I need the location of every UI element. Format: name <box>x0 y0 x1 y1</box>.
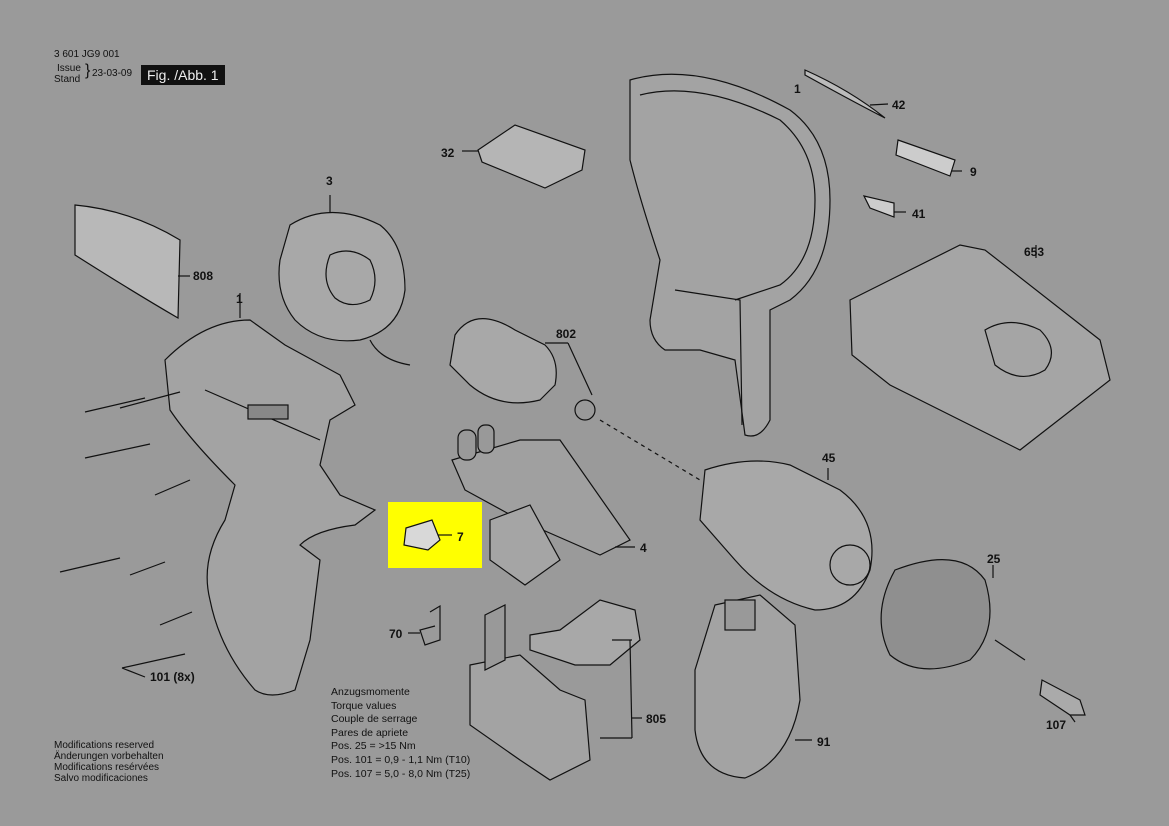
callout-3: 3 <box>326 174 333 188</box>
part-9 <box>895 139 956 177</box>
callout-107: 107 <box>1046 718 1067 732</box>
callout-101: 101 (8x) <box>150 670 195 684</box>
callout-4: 4 <box>640 541 647 555</box>
stand-label: Stand <box>54 74 81 85</box>
battery-91 <box>694 594 801 779</box>
callout-45: 45 <box>822 451 836 465</box>
callout-653: 653 <box>1024 245 1045 259</box>
callout-7: 7 <box>457 530 464 544</box>
callout-9: 9 <box>970 165 977 179</box>
callout-805: 805 <box>646 712 667 726</box>
part-number: 3 601 JG9 001 <box>54 49 120 60</box>
callout-41: 41 <box>912 207 926 221</box>
screw-107 <box>1039 679 1086 716</box>
part-32 <box>477 124 586 189</box>
modification-notes: Modifications reserved Änderungen vorbeh… <box>54 740 164 784</box>
part-42 <box>804 69 886 119</box>
screws-101 <box>59 391 193 678</box>
housing-right-half <box>629 73 831 437</box>
issue-label: Issue <box>57 63 81 74</box>
callout-70: 70 <box>389 627 403 641</box>
callout-32: 32 <box>441 146 455 160</box>
chuck-25 <box>880 559 991 670</box>
torque-heading-en: Torque values <box>331 699 397 712</box>
figure-label: Fig. /Abb. 1 <box>141 65 225 85</box>
callout-1-top: 1 <box>794 82 801 96</box>
callout-91: 91 <box>817 735 831 749</box>
torque-values-block: Anzugsmomente Torque values Couple de se… <box>331 686 470 781</box>
note-es: Salvo modificaciones <box>54 773 148 784</box>
torque-heading-de: Anzugsmomente <box>331 686 410 698</box>
torque-pos-101: Pos. 101 = 0,9 - 1,1 Nm (T10) <box>331 753 471 766</box>
stator-3 <box>278 211 406 342</box>
part-41 <box>862 195 895 218</box>
part-808 <box>74 204 181 320</box>
callout-802: 802 <box>556 327 577 341</box>
torque-heading-es: Pares de apriete <box>331 726 409 739</box>
charger-653 <box>849 244 1111 451</box>
callout-1-left: 1 <box>236 292 243 306</box>
motor-802 <box>449 318 557 404</box>
switch-805 <box>469 654 591 781</box>
callout-25: 25 <box>987 552 1001 566</box>
gearbox-45 <box>699 460 873 611</box>
callout-42: 42 <box>892 98 906 112</box>
housing-left-half <box>164 319 377 696</box>
brace: } <box>85 62 91 79</box>
note-fr: Modifications resérvées <box>54 762 160 773</box>
note-de: Änderungen vorbehalten <box>54 751 164 762</box>
torque-pos-25: Pos. 25 = >15 Nm <box>331 740 416 753</box>
torque-pos-107: Pos. 107 = 5,0 - 8,0 Nm (T25) <box>331 767 471 780</box>
callout-808: 808 <box>193 269 214 283</box>
spring-70 <box>419 604 441 646</box>
note-en: Modifications reserved <box>54 740 155 751</box>
torque-heading-fr: Couple de serrage <box>331 713 418 726</box>
issue-date: 23-03-09 <box>92 68 133 79</box>
part-7 <box>403 519 441 551</box>
